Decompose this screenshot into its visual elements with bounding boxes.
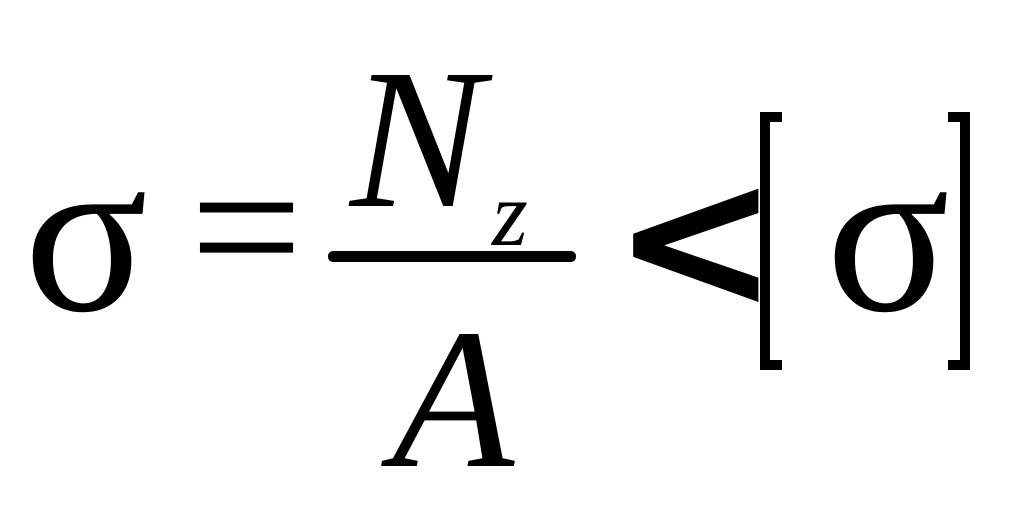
equals-sign: = — [190, 117, 303, 338]
numerator-n: N — [350, 29, 484, 250]
sigma-symbol-left: σ — [24, 105, 148, 360]
left-square-bracket — [760, 112, 782, 370]
sigma-symbol-right: σ — [826, 105, 950, 360]
right-square-bracket — [948, 112, 970, 370]
subscript-z: z — [492, 163, 528, 265]
denominator-a: A — [392, 289, 515, 510]
less-than-sign: < — [612, 123, 780, 356]
stress-formula: σ = N z A < σ — [24, 29, 970, 500]
fraction-bar — [328, 251, 576, 262]
